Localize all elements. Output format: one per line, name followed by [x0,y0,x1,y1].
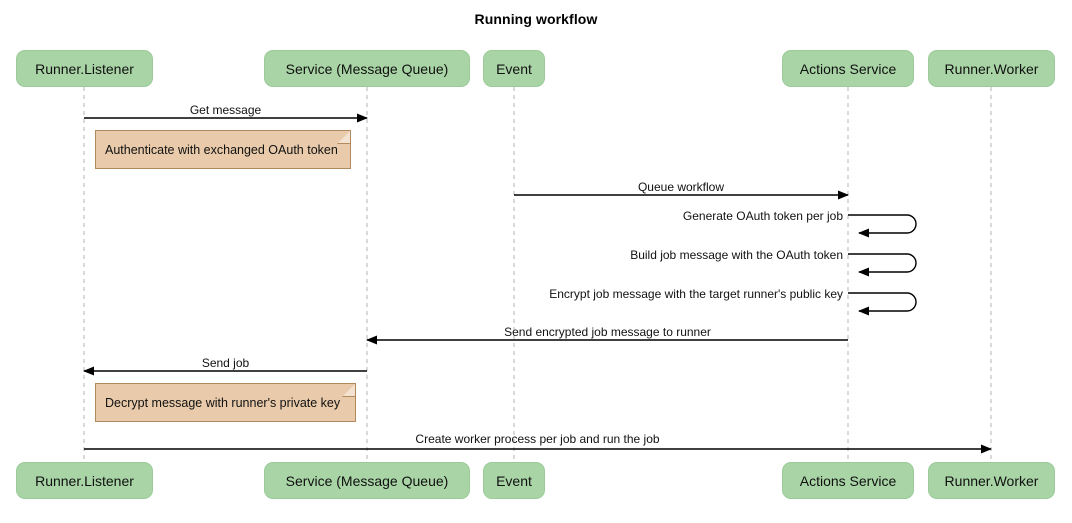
actor-actions-service-bottom[interactable]: Actions Service [782,462,914,499]
lifelines [83,87,992,462]
actor-runner-worker-top[interactable]: Runner.Worker [928,50,1055,87]
actor-label: Runner.Listener [35,60,134,77]
note-fold-corner-icon [342,383,356,397]
message-label-encrypt-job-message: Encrypt job message with the target runn… [549,287,843,301]
message-label-create-worker-process: Create worker process per job and run th… [415,432,660,446]
actor-service-message-queue-bottom[interactable]: Service (Message Queue) [264,462,470,499]
actor-service-message-queue-top[interactable]: Service (Message Queue) [264,50,470,87]
message-label-queue-workflow: Queue workflow [637,180,725,194]
note-label: Decrypt message with runner's private ke… [105,395,341,410]
actor-label: Event [496,472,532,489]
message-label-generate-oauth-token-per-job: Generate OAuth token per job [682,209,843,223]
actor-runner-worker-bottom[interactable]: Runner.Worker [928,462,1055,499]
note-decrypt-note: Decrypt message with runner's private ke… [95,383,356,422]
actor-runner-listener-top[interactable]: Runner.Listener [16,50,153,87]
actor-label: Actions Service [799,60,897,77]
actor-event-bottom[interactable]: Event [483,462,545,499]
actor-label: Service (Message Queue) [285,472,449,489]
note-authenticate-note: Authenticate with exchanged OAuth token [95,130,351,169]
self-message-generate-oauth-token-per-job [848,214,917,238]
actor-runner-listener-bottom[interactable]: Runner.Listener [16,462,153,499]
actor-event-top[interactable]: Event [483,50,545,87]
self-message-encrypt-job-message [848,292,917,316]
actor-label: Service (Message Queue) [285,60,449,77]
note-label: Authenticate with exchanged OAuth token [105,142,338,157]
actor-label: Runner.Worker [944,472,1039,489]
actor-label: Actions Service [799,472,897,489]
actor-label: Runner.Worker [944,60,1039,77]
message-arrows [83,113,992,454]
actor-actions-service-top[interactable]: Actions Service [782,50,914,87]
actor-label: Runner.Listener [35,472,134,489]
message-label-get-message: Get message [189,103,262,117]
note-fold-corner-icon [337,130,351,144]
self-message-build-job-message [848,253,917,277]
message-label-build-job-message: Build job message with the OAuth token [630,248,843,262]
message-label-send-encrypted-job-message: Send encrypted job message to runner [504,325,711,339]
page-title: Running workflow [474,11,598,27]
message-label-send-job: Send job [201,356,250,370]
actor-label: Event [496,60,532,77]
